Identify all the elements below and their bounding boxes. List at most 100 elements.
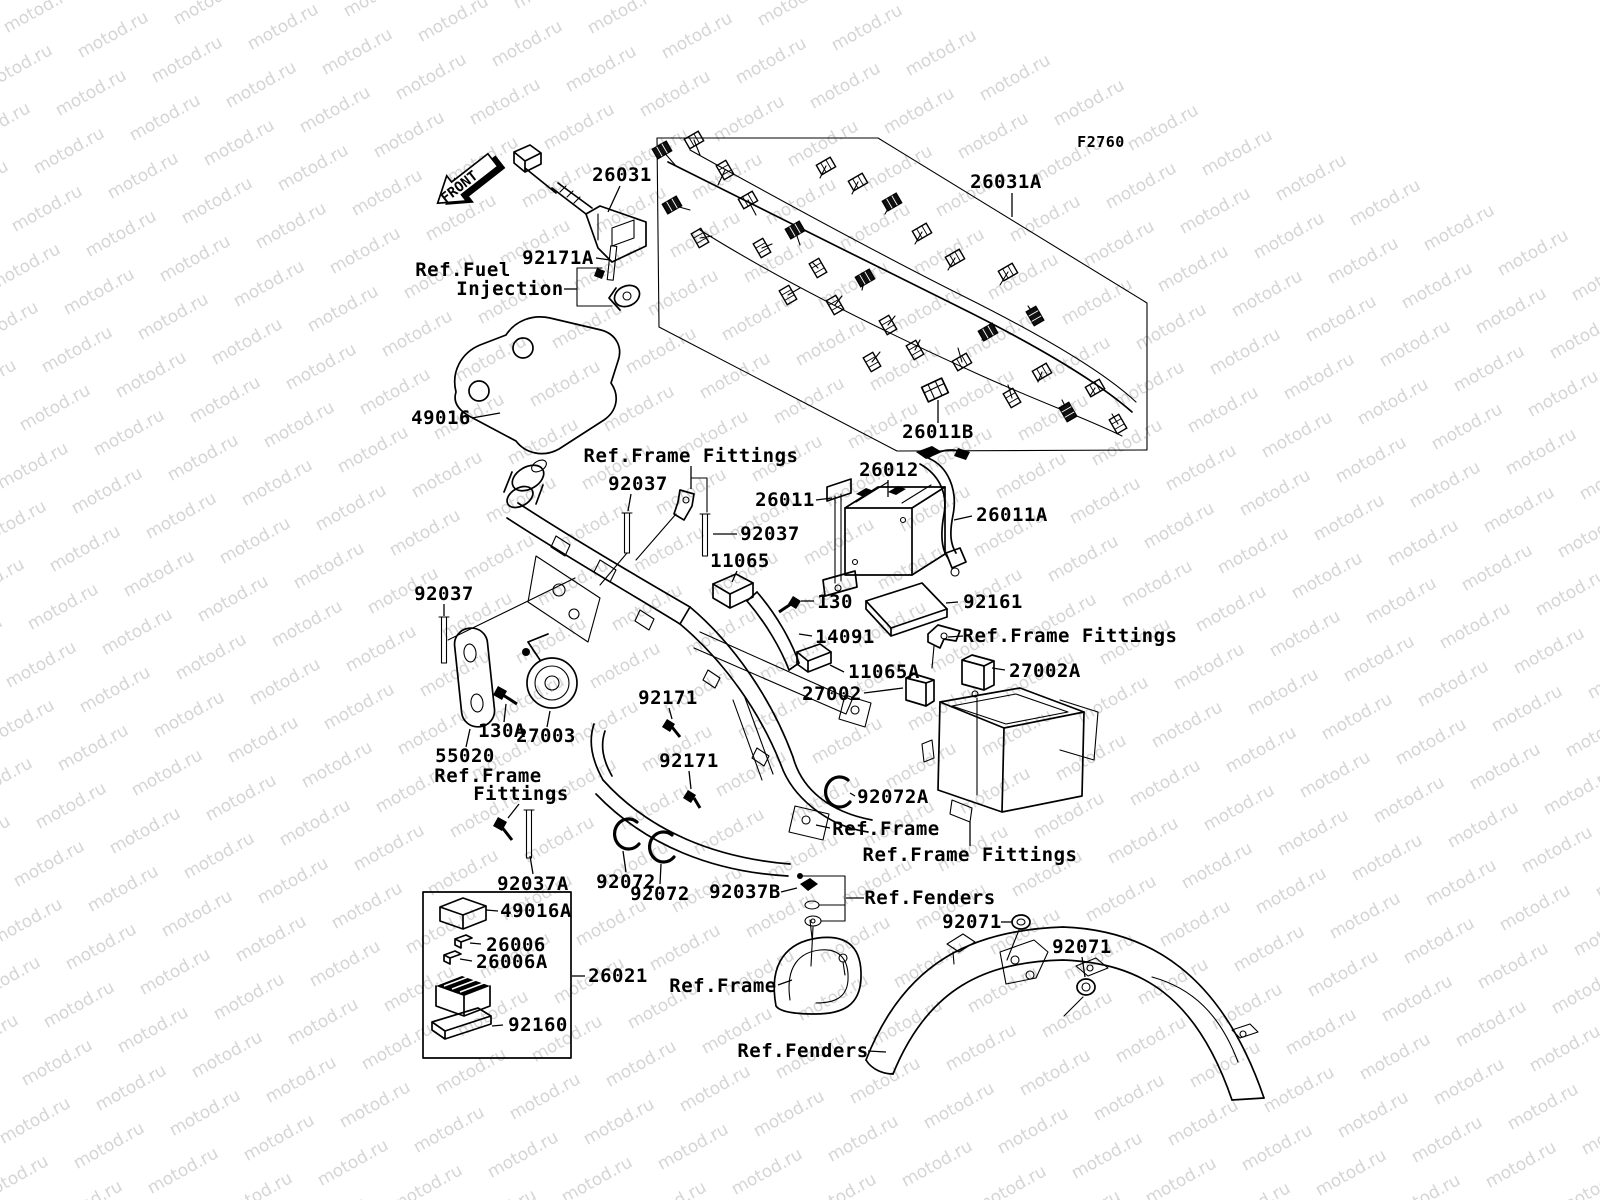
part-label-rff-top: Ref.Frame Fittings [583, 445, 799, 467]
part-label-ref-frame-left: Ref.Frame [434, 765, 542, 787]
leader-lines [443, 185, 1086, 1053]
part-label-92171-1: 92171 [638, 687, 698, 709]
harness-connector [752, 237, 772, 259]
leader-line-92037b [780, 887, 798, 893]
harness-connector [854, 268, 876, 288]
harness-connector [1002, 387, 1022, 409]
leader-line-26006a [459, 958, 473, 962]
leader-line-92037-top [627, 493, 632, 512]
leader-line-92171-2 [688, 770, 692, 790]
leader-line-130a [503, 703, 507, 723]
fastener-92037b-drawing [797, 873, 846, 967]
bolt-130-drawing [778, 596, 801, 614]
part-label-ref-fuel: Ref.Fuel [415, 259, 511, 281]
part-label-26012: 26012 [859, 459, 919, 481]
part-label-92072a: 92072A [857, 786, 929, 808]
part-label-rff-right: Ref.Frame Fittings [962, 625, 1178, 647]
part-label-92171-2: 92171 [659, 750, 719, 772]
part-label-ref-frame-bot: Ref.Frame [669, 975, 777, 997]
leader-line-11065a [829, 664, 845, 673]
harness-connector [977, 322, 999, 342]
part-label-26031: 26031 [592, 164, 652, 186]
part-label-130a: 130A [478, 720, 526, 742]
part-label-ref-fenders-bot: Ref.Fenders [737, 1040, 869, 1062]
bolt-130a-drawing [493, 686, 518, 706]
leader-line-92161 [945, 601, 959, 604]
part-label-92071-1: 92071 [942, 911, 1002, 933]
frame-drawing [447, 459, 873, 877]
connector-26031-drawing [513, 144, 647, 263]
leader-line-55020 [465, 728, 471, 748]
harness-connector [661, 195, 683, 215]
part-label-fittings-left: Fittings [473, 783, 569, 805]
battery-box-drawing [921, 687, 1099, 823]
leader-line-92160 [491, 1024, 504, 1027]
harness-connector [825, 294, 845, 316]
relay-27002-drawing [905, 673, 935, 707]
tray-92161-drawing [865, 582, 948, 637]
harness-connector [651, 140, 673, 160]
part-label-92037-left: 92037 [414, 583, 474, 605]
part-label-ref-frame-mid: Ref.Frame [832, 818, 940, 840]
part-label-27002a: 27002A [1009, 660, 1081, 682]
part-label-92037b: 92037B [709, 881, 781, 903]
part-label-92072-2: 92072 [630, 883, 690, 905]
leader-line-49016 [471, 412, 501, 419]
plate-55020-drawing [453, 627, 496, 728]
part-label-92160: 92160 [508, 1014, 568, 1036]
leader-line-14091 [798, 633, 813, 637]
harness-connector [1025, 305, 1045, 327]
harness-connector [737, 190, 759, 210]
part-label-49016a: 49016A [500, 900, 572, 922]
cover-49016-drawing [453, 316, 621, 455]
part-label-26031a: 26031A [970, 171, 1042, 193]
harness-connectors [651, 130, 1128, 435]
part-label-92037a: 92037A [497, 873, 569, 895]
harness-connector [951, 352, 973, 372]
leader-line-ref-frame-bot [777, 979, 793, 986]
harness-connector [683, 130, 705, 150]
part-label-26011a: 26011A [976, 504, 1048, 526]
leader-line-49016a [485, 909, 499, 912]
clamp-fittings-right-drawing [927, 624, 961, 669]
part-label-27002: 27002 [802, 683, 862, 705]
part-label-49016: 49016 [411, 407, 471, 429]
harness-connector [847, 172, 869, 192]
small-bolts-drawing [493, 719, 702, 841]
horn-27003-drawing [522, 633, 578, 709]
harness-connector [784, 220, 806, 240]
part-label-14091: 14091 [815, 626, 875, 648]
harness-connector [944, 248, 966, 268]
part-label-92037-top: 92037 [608, 473, 668, 495]
fuse-box-26021-drawing [422, 891, 572, 1059]
leader-line-92171a [595, 257, 611, 261]
part-label-11065: 11065 [710, 550, 770, 572]
harness-connector [911, 222, 933, 242]
part-label-55020: 55020 [435, 745, 495, 767]
rear-fender-drawing [865, 926, 1265, 1101]
part-label-92071-2: 92071 [1052, 936, 1112, 958]
harness-connector [815, 156, 837, 176]
harness-connector [1108, 413, 1128, 435]
battery-cable-26011a-drawing [916, 446, 970, 577]
part-label-26011: 26011 [755, 489, 815, 511]
part-label-130: 130 [817, 591, 853, 613]
harness-connector [778, 284, 798, 306]
part-11065a-drawing [796, 643, 832, 673]
part-label-11065a: 11065A [848, 661, 920, 683]
snap-ring-92072a [824, 775, 852, 809]
leader-line-92171-1 [668, 707, 673, 720]
leader-line-ref-frame-mid [815, 824, 831, 829]
leader-line-fittings-left [507, 803, 520, 819]
harness-connector [1084, 378, 1106, 398]
part-label-figure-code: F2760 [1077, 133, 1125, 151]
snap-ring-92072-1 [613, 817, 641, 851]
part-label-26011b: 26011B [902, 421, 974, 443]
harness-connector [881, 192, 903, 212]
part-label-26006a: 26006A [476, 951, 548, 973]
bolt-92037-parts [438, 512, 711, 859]
leader-line-ref-fenders-bot [867, 1050, 887, 1053]
fender-mount-loop-drawing [773, 919, 862, 1015]
harness-connector [715, 159, 735, 181]
